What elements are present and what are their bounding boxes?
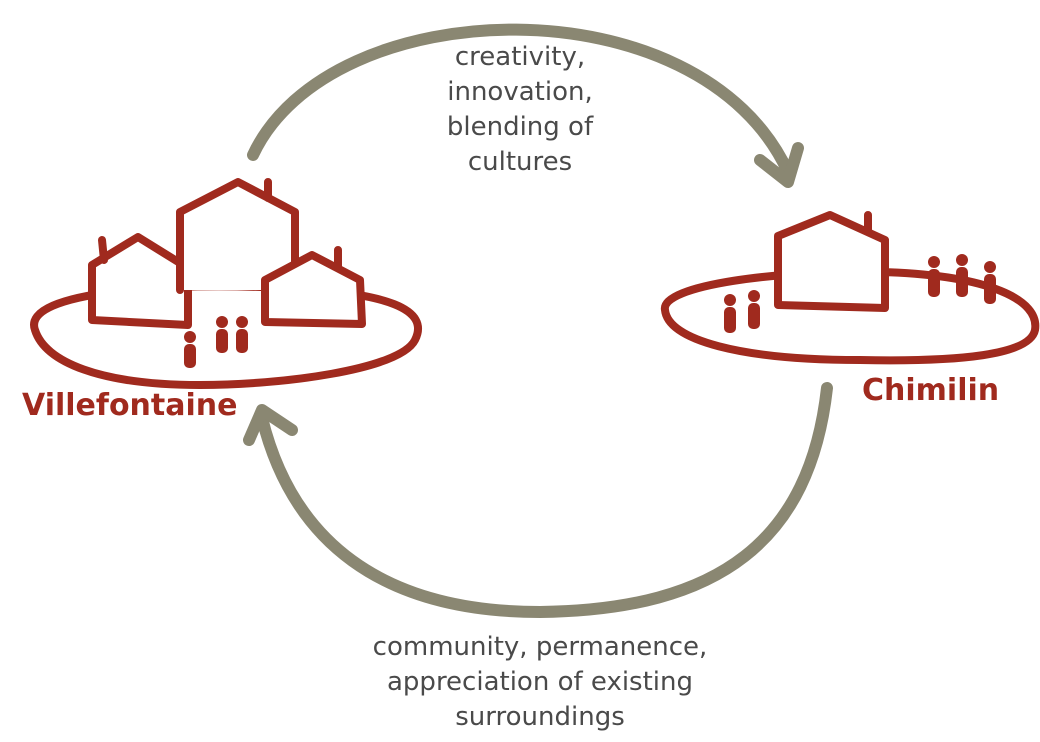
person-icon bbox=[928, 256, 940, 297]
arrow-top-head-icon bbox=[754, 142, 804, 188]
arrow-bottom-arc bbox=[256, 382, 833, 618]
flow-line: creativity, bbox=[454, 42, 586, 72]
person-icon bbox=[236, 316, 248, 353]
people-chimilin bbox=[724, 254, 996, 333]
flow-line: community, permanence, bbox=[372, 632, 708, 662]
person-icon bbox=[956, 254, 968, 297]
house-icon bbox=[88, 233, 192, 329]
arrow-bottom bbox=[243, 382, 833, 618]
flow-line: innovation, bbox=[447, 77, 593, 107]
town-label-chimilin: Chimilin bbox=[862, 373, 1000, 408]
person-icon bbox=[724, 294, 736, 333]
person-icon bbox=[984, 261, 996, 304]
town-villefontaine bbox=[30, 178, 422, 389]
town-ground-ellipse bbox=[661, 267, 1040, 365]
people-villefontaine bbox=[184, 316, 248, 368]
person-icon bbox=[748, 290, 760, 329]
house-icon bbox=[774, 211, 889, 312]
town-label-villefontaine: Villefontaine bbox=[22, 388, 238, 423]
person-icon bbox=[184, 331, 196, 368]
arrow-top bbox=[247, 23, 804, 188]
flow-text-right-to-left: community, permanence, appreciation of e… bbox=[330, 630, 750, 735]
flow-text-left-to-right: creativity, innovation, blending of cult… bbox=[400, 40, 640, 180]
arrow-bottom-head-icon bbox=[243, 404, 298, 446]
house-icon bbox=[176, 178, 299, 294]
arrow-top-arc bbox=[247, 23, 794, 178]
person-icon bbox=[216, 316, 228, 353]
flow-line: blending of bbox=[446, 112, 594, 142]
house-icon bbox=[261, 246, 366, 328]
flow-line: cultures bbox=[467, 147, 573, 177]
flow-line: surroundings bbox=[455, 702, 625, 732]
town-chimilin bbox=[661, 211, 1040, 365]
flow-line: appreciation of existing bbox=[387, 667, 693, 697]
